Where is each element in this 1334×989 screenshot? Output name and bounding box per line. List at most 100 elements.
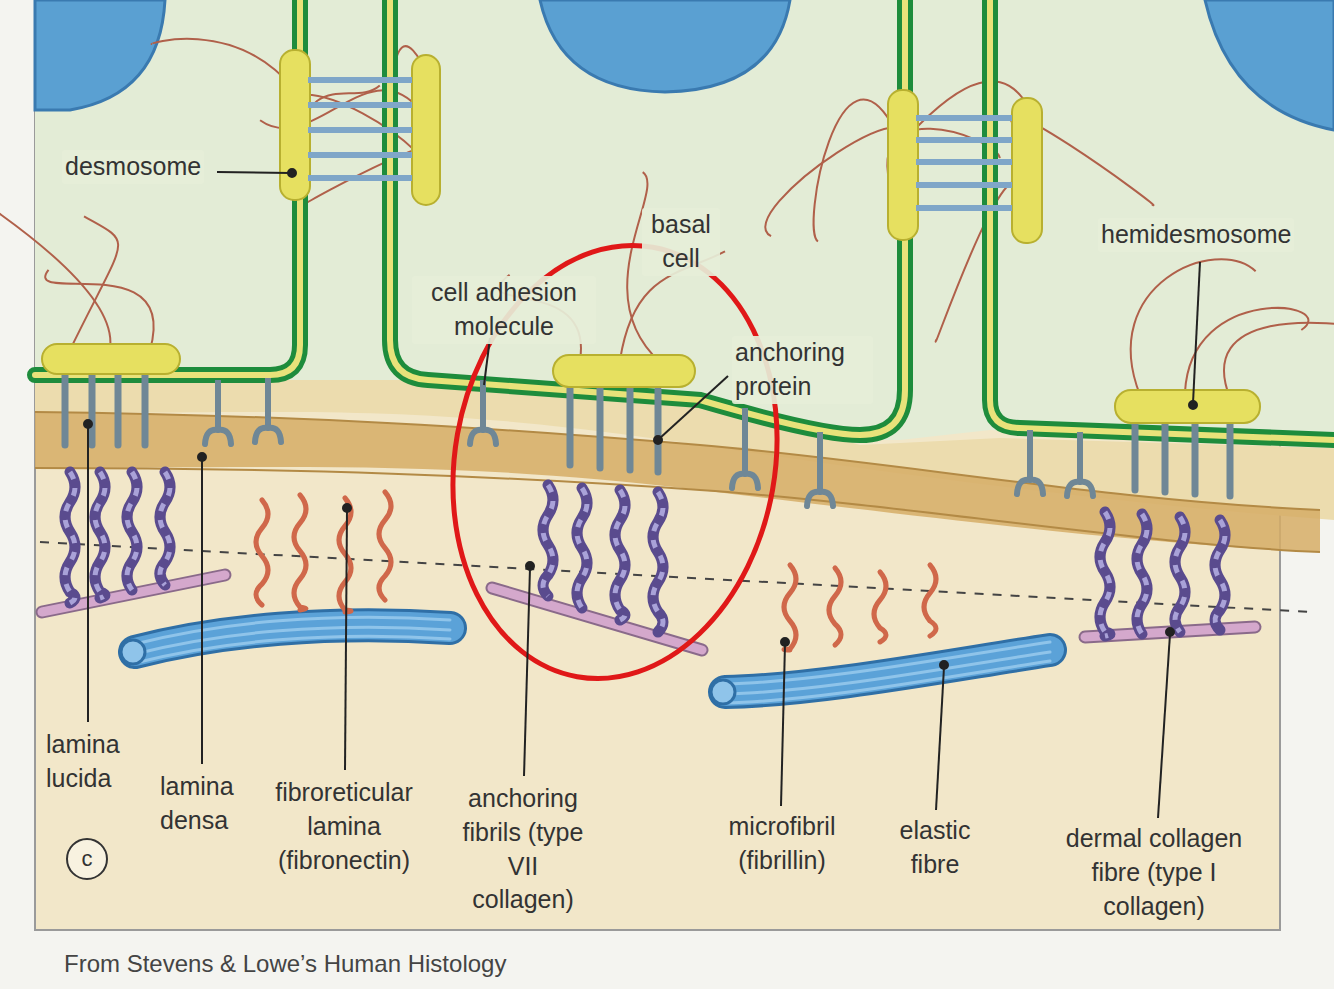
adhesion-molecule [1017,480,1043,494]
anchoring-fibril [577,488,587,608]
cell-label: basal cell [642,208,720,276]
anchoring-fibril [95,472,105,598]
anchoring-protein [655,390,662,472]
anchoring-fibril [65,472,75,603]
desmosome-links [916,118,1012,208]
keratin-filament [1185,308,1308,392]
nucleus [35,0,165,110]
leader-lines [84,169,1200,818]
microfibril [379,492,391,600]
anchoring-protein [1192,422,1199,494]
desmosome-plaque [888,90,918,240]
anchoring-fibril [65,472,75,603]
adhesion-molecule [1067,482,1093,496]
adhesion-molecule [807,492,833,506]
structure-label: hemidesmosome [1098,218,1294,252]
desmosome-plaque [280,50,310,200]
anchoring-fibril [1215,520,1225,630]
anchoring-fibril [1175,517,1185,632]
adhesion-molecule [1027,430,1033,482]
fibre-label: dermal collagen fibre (type I collagen) [1052,822,1256,923]
microfibril [339,498,351,612]
keratin-filament [1224,323,1334,398]
anchoring-fibril [615,490,625,620]
fibre-label: elastic fibre [886,814,984,882]
adhesion-molecule [255,428,281,442]
microfibril [829,568,841,645]
cell-membrane [35,0,300,375]
anchoring-fibril [615,490,625,620]
desmosome-plaque [1012,98,1042,243]
anchoring-fibril [653,492,663,632]
figure-caption: From Stevens & Lowe’s Human Histology [64,950,506,978]
fibre-end [121,640,145,664]
desmosome-links [308,80,412,178]
anchoring-protein [62,372,69,445]
fibre-label: anchoring fibrils (type VII collagen) [458,782,588,917]
molecule-label: cell adhesion molecule [412,276,596,344]
microfibril [874,572,886,642]
anchoring-protein [627,387,634,470]
anchoring-fibril [1100,512,1110,636]
anchoring-fibril [1175,517,1185,632]
cell-membrane [35,0,300,375]
keratin-filament [814,100,895,242]
keratin-filament [45,270,154,350]
cell-membrane [990,0,1334,440]
collagen-fibre [135,617,1050,703]
anchoring-plaque [492,588,702,650]
anchoring-fibril [1137,514,1147,634]
nucleus [1205,0,1334,130]
cell-membrane [390,0,905,435]
nucleus [540,0,790,92]
adhesion-molecule [817,432,823,494]
anchoring-fibril [543,485,553,596]
anchoring-fibril [95,472,105,598]
anchoring-protein [1132,421,1139,490]
anchoring-fibril [1100,512,1110,636]
adhesion-molecule [215,380,221,432]
anchoring-protein [1227,423,1234,496]
adhesion-molecule [1077,432,1083,484]
anchoring-fibril [1137,514,1147,634]
anchoring-fibril [160,472,170,585]
fibre-label: microfibril (fibrillin) [708,810,856,878]
anchoring-protein [567,385,574,465]
keratin-filament [0,210,110,348]
reticular-boundary [40,542,1310,612]
anchoring-protein [89,372,96,445]
microfibril [256,500,268,605]
adhesion-molecule [265,378,271,430]
anchoring-protein [115,372,122,445]
cell-cytoplasm [35,0,1334,445]
adhesion-molecule [470,430,496,444]
panel-letter: c [82,846,93,872]
layer-label: lamina densa [160,770,255,838]
microfibril [924,565,936,636]
anchoring-fibril [127,472,137,590]
adhesion-molecule [732,474,758,488]
anchoring-fibril [653,492,663,632]
anchoring-protein [142,372,149,445]
structure-label: desmosome [62,150,204,184]
keratin-filament [152,39,295,90]
layer-label: fibroreticular lamina (fibronectin) [258,776,430,877]
panel-letter-circle: c [66,838,108,880]
hemidesmosome-plaque [1115,390,1260,423]
anchoring-protein [597,385,604,468]
anchoring-fibril [160,472,170,585]
adhesion-molecule [480,380,486,432]
anchoring-plaque [492,588,702,650]
anchoring-fibril [127,472,137,590]
anchoring-fibril [577,488,587,608]
desmosome-plaque [412,55,440,205]
fibre-end [711,680,735,704]
hemidesmosome-plaque [42,344,180,374]
anchoring-protein [1162,421,1169,492]
cell-membrane [390,0,905,435]
anchoring-fibril [1215,520,1225,630]
layer-label: lamina lucida [46,728,138,796]
microfibril [294,495,306,610]
